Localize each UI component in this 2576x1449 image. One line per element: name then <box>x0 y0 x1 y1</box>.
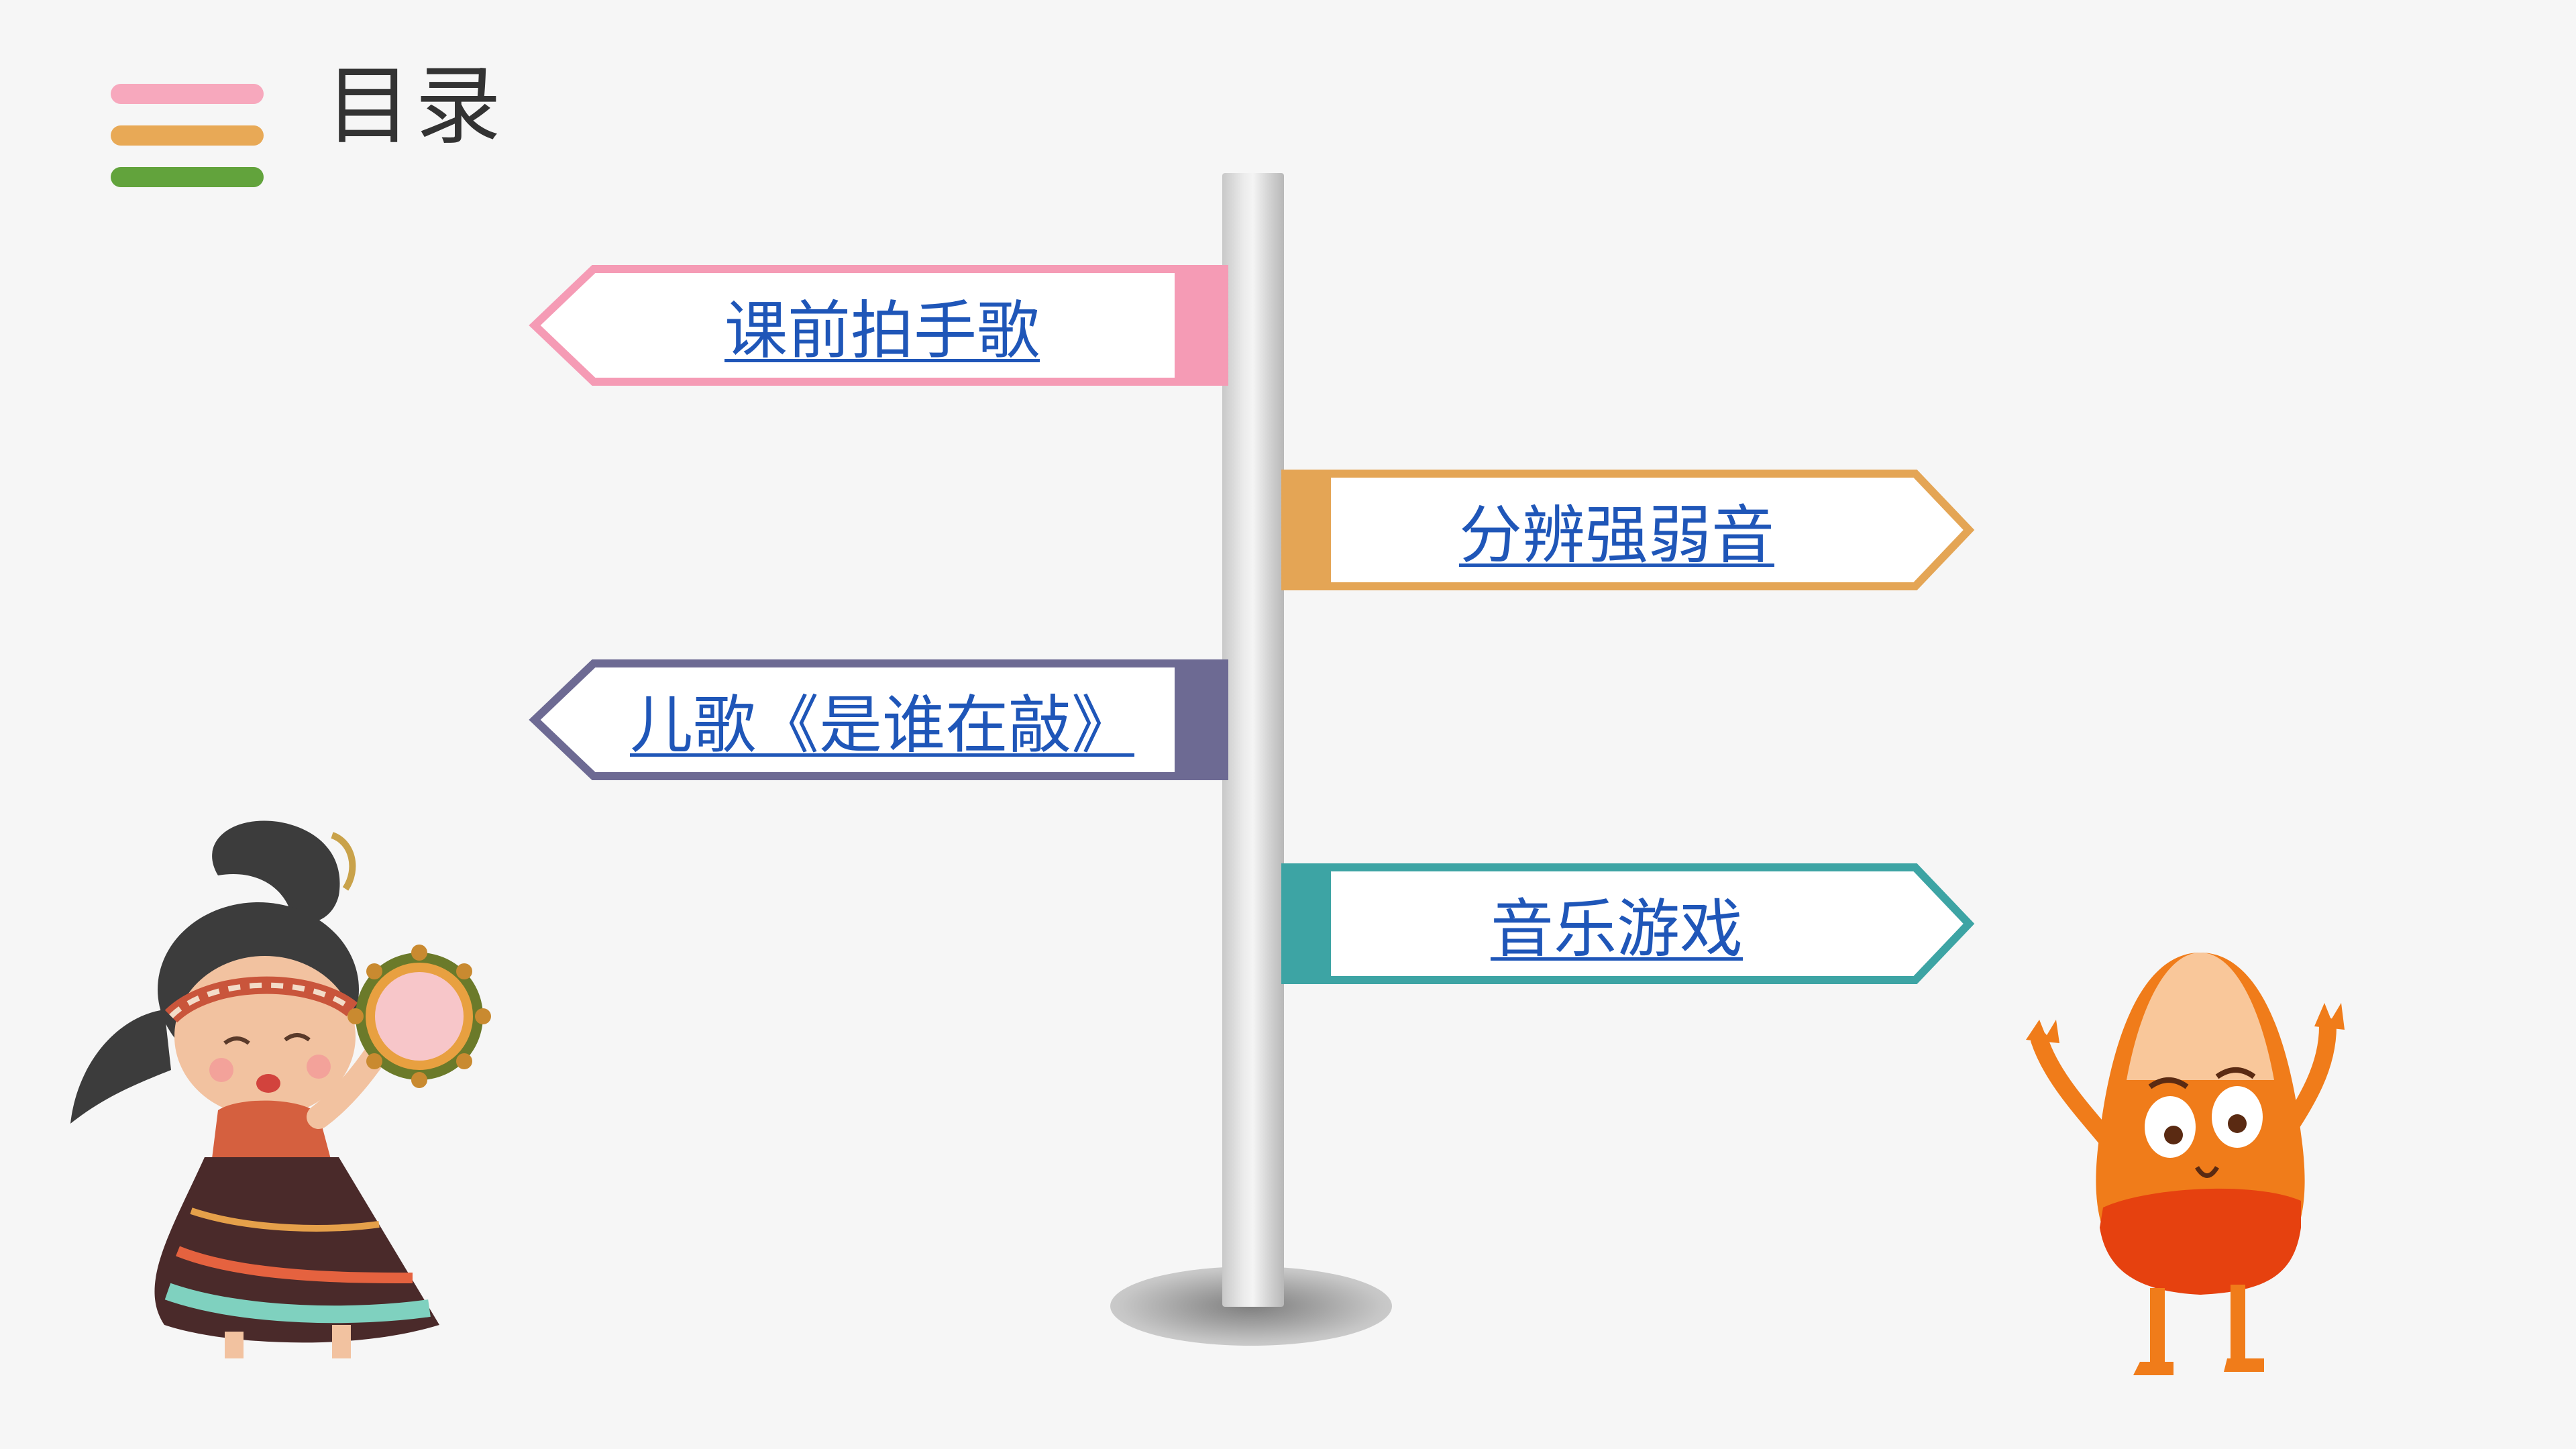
signpost-pole <box>1222 173 1284 1307</box>
menu-bar-pink <box>111 84 264 104</box>
page-title: 目录 <box>325 56 506 156</box>
sign-2-label[interactable]: 分辨强弱音 <box>1458 499 1774 572</box>
sign-4-link[interactable]: 音乐游戏 <box>1281 863 2019 998</box>
sign-3-label[interactable]: 儿歌《是谁在敲》 <box>629 689 1134 762</box>
sign-1-link[interactable]: 课前拍手歌 <box>527 265 1265 399</box>
sign-3-arrow <box>529 659 1228 780</box>
menu-bars-icon <box>111 84 264 195</box>
sign-2-arrow <box>1281 470 1975 590</box>
sign-4-label[interactable]: 音乐游戏 <box>1490 893 1743 966</box>
sign-2-link[interactable]: 分辨强弱音 <box>1281 470 2019 604</box>
menu-bar-orange <box>111 125 264 146</box>
candy-corn-illustration <box>2012 946 2388 1389</box>
sign-1-label[interactable]: 课前拍手歌 <box>724 294 1040 368</box>
menu-bar-green <box>111 167 264 187</box>
sign-1-arrow <box>529 265 1228 386</box>
sign-4-arrow <box>1281 863 1975 984</box>
sign-3-link[interactable]: 儿歌《是谁在敲》 <box>527 659 1265 794</box>
girl-with-tambourine-illustration <box>64 815 574 1365</box>
